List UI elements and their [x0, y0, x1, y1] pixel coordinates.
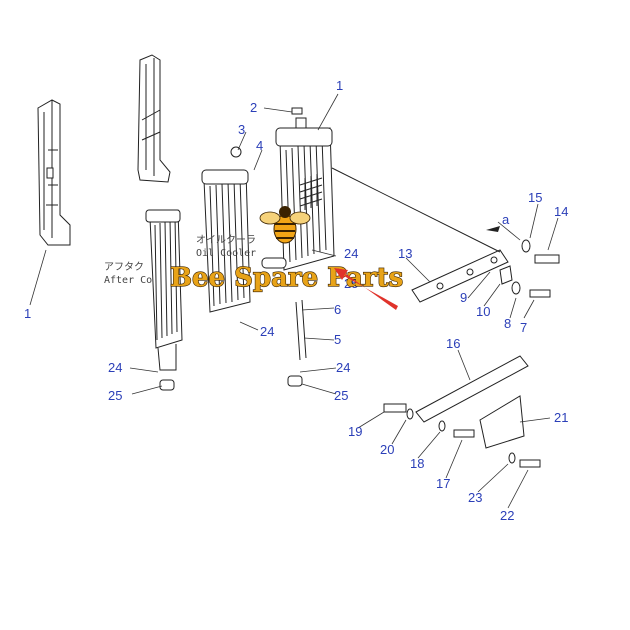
view-arrow-label-a: a	[502, 212, 510, 227]
callout-1-left: 1	[24, 306, 31, 321]
left-frame-bracket	[37, 99, 71, 246]
callout-16: 16	[446, 336, 460, 351]
callout-17: 17	[436, 476, 450, 491]
callout-3: 3	[238, 122, 245, 137]
callout-24-a: 24	[344, 246, 358, 261]
callout-21: 21	[554, 410, 568, 425]
callout-23: 23	[468, 490, 482, 505]
callout-10: 10	[476, 304, 490, 319]
after-cooler-label-en: After Co	[104, 275, 152, 286]
callout-5: 5	[334, 332, 341, 347]
after-cooler-core	[145, 209, 183, 371]
upper-frame-post	[137, 54, 171, 183]
callout-1-top: 1	[336, 78, 343, 93]
stay-rod	[287, 299, 307, 387]
leader-lines	[29, 93, 559, 509]
oil-cooler-label-en: Oil Cooler	[196, 248, 256, 259]
callout-7: 7	[520, 320, 527, 335]
bee-icon	[259, 206, 311, 244]
callout-8: 8	[504, 316, 511, 331]
callout-24-b: 24	[260, 324, 274, 339]
callout-13: 13	[398, 246, 412, 261]
lower-bracket	[415, 355, 529, 449]
oil-cooler-label-jp: オイルクーラ	[196, 234, 256, 246]
callout-19: 19	[348, 424, 362, 439]
view-arrow-icon	[486, 226, 500, 232]
radiator-core	[275, 107, 335, 271]
callout-20: 20	[380, 442, 394, 457]
bolt-washer-cluster	[159, 239, 560, 468]
bee-spare-parts-logo: Bee Spare Parts	[169, 206, 404, 310]
callout-6: 6	[334, 302, 341, 317]
callout-18: 18	[410, 456, 424, 471]
callout-2: 2	[250, 100, 257, 115]
callout-24-c: 24	[336, 360, 350, 375]
callout-25-c: 25	[108, 388, 122, 403]
after-cooler-label-jp: アフタク	[104, 261, 144, 273]
upper-bracket	[331, 167, 509, 303]
callout-14: 14	[554, 204, 568, 219]
callout-9: 9	[460, 290, 467, 305]
callout-15: 15	[528, 190, 542, 205]
logo-wordmark: Bee Spare Parts	[170, 263, 403, 293]
callout-4: 4	[256, 138, 263, 153]
callout-25-b: 25	[334, 388, 348, 403]
callout-24-d: 24	[108, 360, 122, 375]
red-arrow-icon	[334, 268, 398, 310]
oil-cooler-core	[201, 146, 251, 313]
callout-25-a: 25	[344, 276, 358, 291]
callout-numbers: 1 1 2 3 4 5 6 7 8 9 10 13 14 15 16 17 18…	[24, 78, 568, 523]
callout-22: 22	[500, 508, 514, 523]
